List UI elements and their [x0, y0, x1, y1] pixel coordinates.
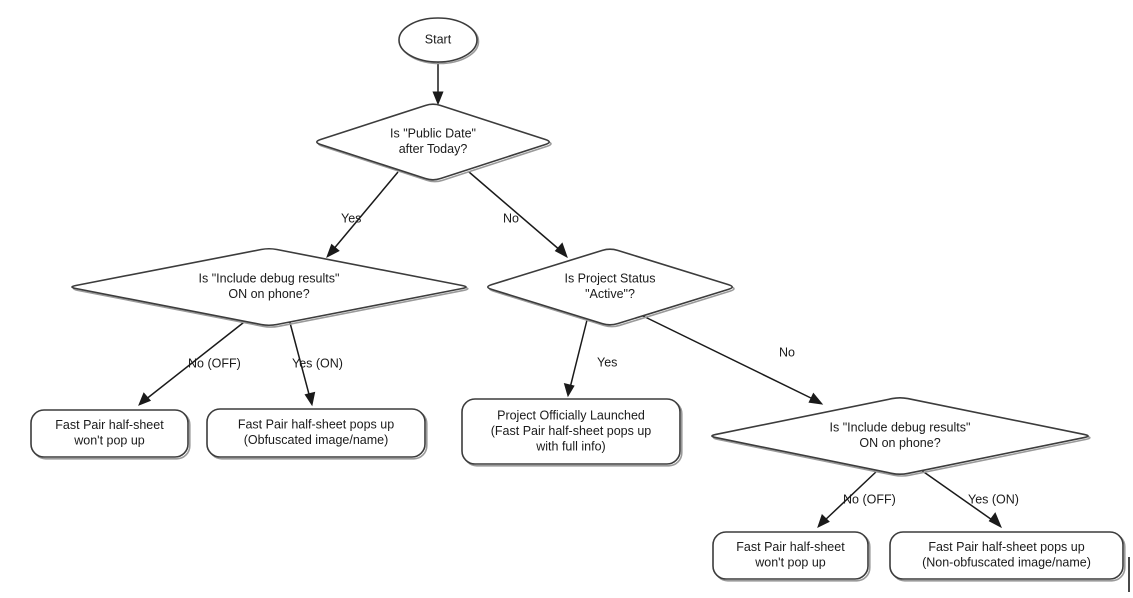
edge-line: [468, 171, 562, 252]
node-outcome-left-off[interactable]: Fast Pair half-sheet won't pop up: [30, 409, 191, 460]
edge-line: [822, 469, 879, 523]
edge-label: No (OFF): [188, 356, 241, 370]
node-label-line: won't pop up: [73, 434, 145, 448]
node-label-line: (Non-obfuscated image/name): [922, 556, 1091, 570]
node-decision-debug-left[interactable]: Is "Include debug results"ON on phone?: [71, 247, 469, 328]
node-label-line: Fast Pair half-sheet: [55, 418, 164, 432]
arrowhead-icon: [563, 383, 575, 398]
arrowhead-icon: [138, 392, 152, 406]
edge-line: [640, 314, 816, 401]
edge-label: Yes: [597, 355, 617, 369]
edge-public-date-no: No: [468, 171, 568, 259]
arrowhead-icon: [988, 512, 1002, 529]
arrowhead-icon: [808, 392, 824, 405]
node-decision-project-status[interactable]: Is Project Status"Active"?: [487, 248, 735, 328]
node-label-line: Is "Include debug results": [199, 272, 340, 286]
node-label-line: Fast Pair half-sheet pops up: [928, 540, 1084, 554]
node-outline: [461, 398, 681, 465]
edge-project-status-no: No: [640, 314, 824, 405]
node-outcome-right-on[interactable]: Fast Pair half-sheet pops up (Non-obfusca…: [889, 531, 1126, 582]
node-label-line: won't pop up: [754, 556, 826, 570]
edge-debug-left-yes-on: Yes (ON): [288, 318, 343, 407]
edge-label: Yes (ON): [292, 356, 343, 370]
node-label-line: with full info): [535, 439, 605, 453]
node-label-line: Is "Public Date": [390, 127, 476, 141]
node-outline: [71, 247, 467, 327]
node-label-line: Start: [425, 32, 452, 46]
node-label-line: Fast Pair half-sheet pops up: [238, 418, 394, 432]
edge-label: No: [779, 345, 795, 359]
edge-line: [920, 469, 996, 523]
node-label-line: ON on phone?: [228, 287, 309, 301]
node-outline: [30, 409, 189, 458]
node-start[interactable]: Start: [398, 17, 480, 65]
arrowhead-icon: [304, 391, 316, 407]
node-label-line: Is Project Status: [564, 272, 655, 286]
arrowhead-icon: [554, 242, 568, 259]
edge-label: No (OFF): [843, 492, 896, 506]
node-label-line: Is "Include debug results": [830, 421, 971, 435]
edge-debug-right-yes-on: Yes (ON): [920, 469, 1019, 529]
node-label-line: Project Officially Launched: [497, 408, 645, 422]
node-outline: [398, 17, 478, 63]
node-outcome-left-on[interactable]: Fast Pair half-sheet pops up(Obfuscated …: [206, 408, 428, 460]
edge-line: [331, 171, 399, 252]
node-outline: [889, 531, 1124, 580]
node-outcome-launched[interactable]: Project Officially Launched (Fast Pair ha…: [461, 398, 683, 467]
edge-public-date-yes: Yes: [326, 171, 399, 259]
node-decision-public-date[interactable]: Is "Public Date"after Today?: [316, 103, 552, 183]
node-decision-debug-right[interactable]: Is "Include debug results"ON on phone?: [711, 396, 1091, 477]
node-outline: [487, 248, 733, 326]
node-label-line: ON on phone?: [859, 436, 940, 450]
edge-project-status-yes: Yes: [563, 319, 617, 398]
nodes-layer: Start Is "Public Date"after Today? Is "Inc…: [30, 17, 1126, 582]
edge-start-to-public-date: [432, 62, 444, 106]
edge-line: [569, 319, 588, 389]
arrowhead-icon: [817, 513, 830, 528]
edge-debug-right-no-off: No (OFF): [817, 469, 896, 528]
node-outline: [712, 531, 869, 580]
node-label-line: (Fast Pair half-sheet pops up: [491, 424, 652, 438]
node-label-line: Fast Pair half-sheet: [736, 540, 845, 554]
edge-line: [144, 318, 249, 401]
node-label-line: (Obfuscated image/name): [244, 433, 389, 447]
arrowhead-icon: [326, 243, 340, 259]
node-outcome-right-off[interactable]: Fast Pair half-sheet won't pop up: [712, 531, 871, 582]
edge-label: No: [503, 211, 519, 225]
edge-label: Yes (ON): [968, 492, 1019, 506]
arrowhead-icon: [432, 91, 444, 106]
node-outline: [206, 408, 426, 458]
node-label-line: after Today?: [399, 142, 468, 156]
node-outline: [711, 396, 1089, 476]
node-outline: [316, 103, 550, 181]
edge-debug-left-no-off: No (OFF): [138, 318, 249, 406]
node-label-line: "Active"?: [585, 287, 635, 301]
edge-line: [288, 318, 311, 399]
edge-label: Yes: [341, 211, 361, 225]
